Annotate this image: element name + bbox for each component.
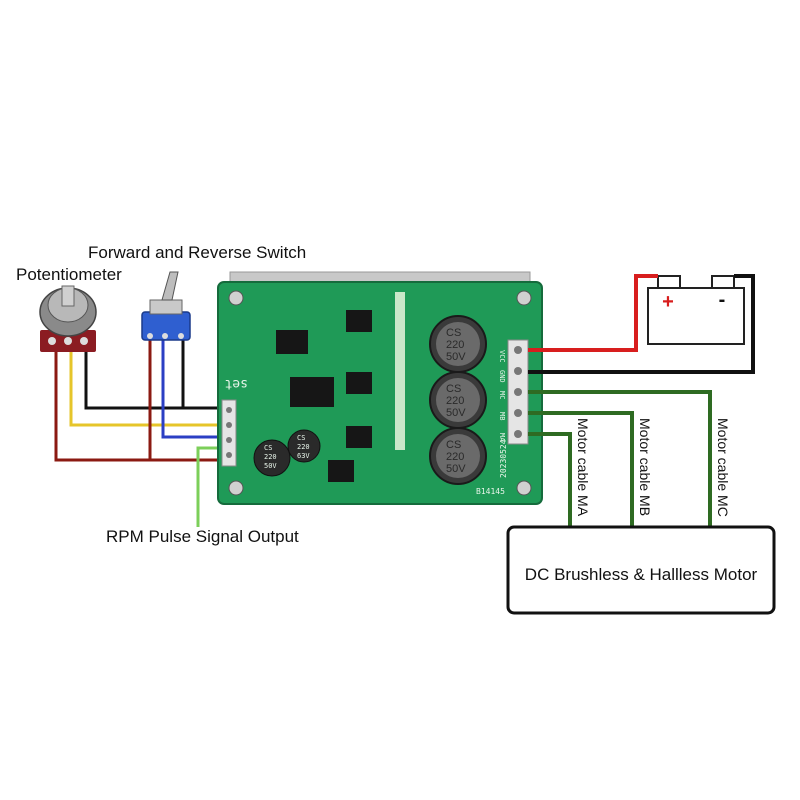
battery-minus: - (719, 289, 726, 311)
small-capacitor-a: CS 220 50V (253, 439, 291, 477)
svg-text:CS: CS (446, 439, 461, 451)
potentiometer (39, 285, 97, 352)
capacitor-1: CS 220 50V (429, 315, 487, 373)
svg-text:50V: 50V (446, 407, 466, 419)
svg-text:CS: CS (446, 327, 461, 339)
svg-text:50V: 50V (446, 463, 466, 475)
pin-label-ma: MA (498, 433, 506, 442)
pin-label-vcc: VCC (498, 350, 506, 363)
date-code: 20230524 (499, 439, 508, 478)
set-label: set (225, 376, 248, 391)
wire-gnd-negative (528, 274, 755, 374)
forward-reverse-switch (141, 271, 191, 341)
svg-text:220: 220 (446, 339, 464, 351)
capacitor-3: CS 220 50V (429, 427, 487, 485)
serial-number: B14145 (476, 487, 505, 496)
pin-label-gnd: GND (498, 370, 506, 383)
wire-mc (528, 390, 712, 527)
screw-top-right (516, 290, 532, 306)
svg-text:63V: 63V (297, 452, 310, 460)
switch-label: Forward and Reverse Switch (88, 243, 306, 262)
potentiometer-label: Potentiometer (16, 265, 122, 284)
pin-label-mb: MB (498, 412, 506, 420)
svg-text:CS: CS (297, 434, 305, 442)
rpm-output-label: RPM Pulse Signal Output (106, 527, 299, 546)
cable-ma-label: Motor cable MA (575, 418, 591, 517)
svg-text:CS: CS (264, 444, 272, 452)
screw-bottom-right (516, 480, 532, 496)
screw-top-left (228, 290, 244, 306)
svg-text:220: 220 (446, 451, 464, 463)
controller-board: CS 220 50V CS 220 63V CS 220 50V CS 220 … (217, 271, 543, 505)
motor-label: DC Brushless & Hallless Motor (525, 565, 758, 584)
svg-text:220: 220 (446, 395, 464, 407)
small-capacitor-b: CS 220 63V (287, 429, 321, 463)
screw-bottom-left (228, 480, 244, 496)
power-wires (528, 274, 755, 374)
svg-text:CS: CS (446, 383, 461, 395)
cable-mc-label: Motor cable MC (715, 418, 731, 517)
wire-mb (528, 411, 634, 527)
wire-potentiometer-black (84, 350, 228, 410)
control-wires (54, 340, 228, 527)
wire-potentiometer-red (54, 350, 228, 462)
capacitor-2: CS 220 50V (429, 371, 487, 429)
cable-mb-label: Motor cable MB (637, 418, 653, 516)
wire-vcc-positive (528, 274, 658, 352)
pin-label-mc: MC (498, 391, 506, 399)
svg-text:50V: 50V (264, 462, 277, 470)
svg-text:220: 220 (297, 443, 310, 451)
motor-box (506, 525, 776, 615)
wire-switch-blue (161, 340, 228, 439)
wire-potentiometer-yellow (69, 350, 228, 427)
wire-ma (528, 432, 572, 527)
battery-plus: + (662, 291, 674, 313)
svg-text:220: 220 (264, 453, 277, 461)
svg-text:50V: 50V (446, 351, 466, 363)
motor-wires (528, 390, 712, 527)
battery: + - (647, 275, 745, 345)
